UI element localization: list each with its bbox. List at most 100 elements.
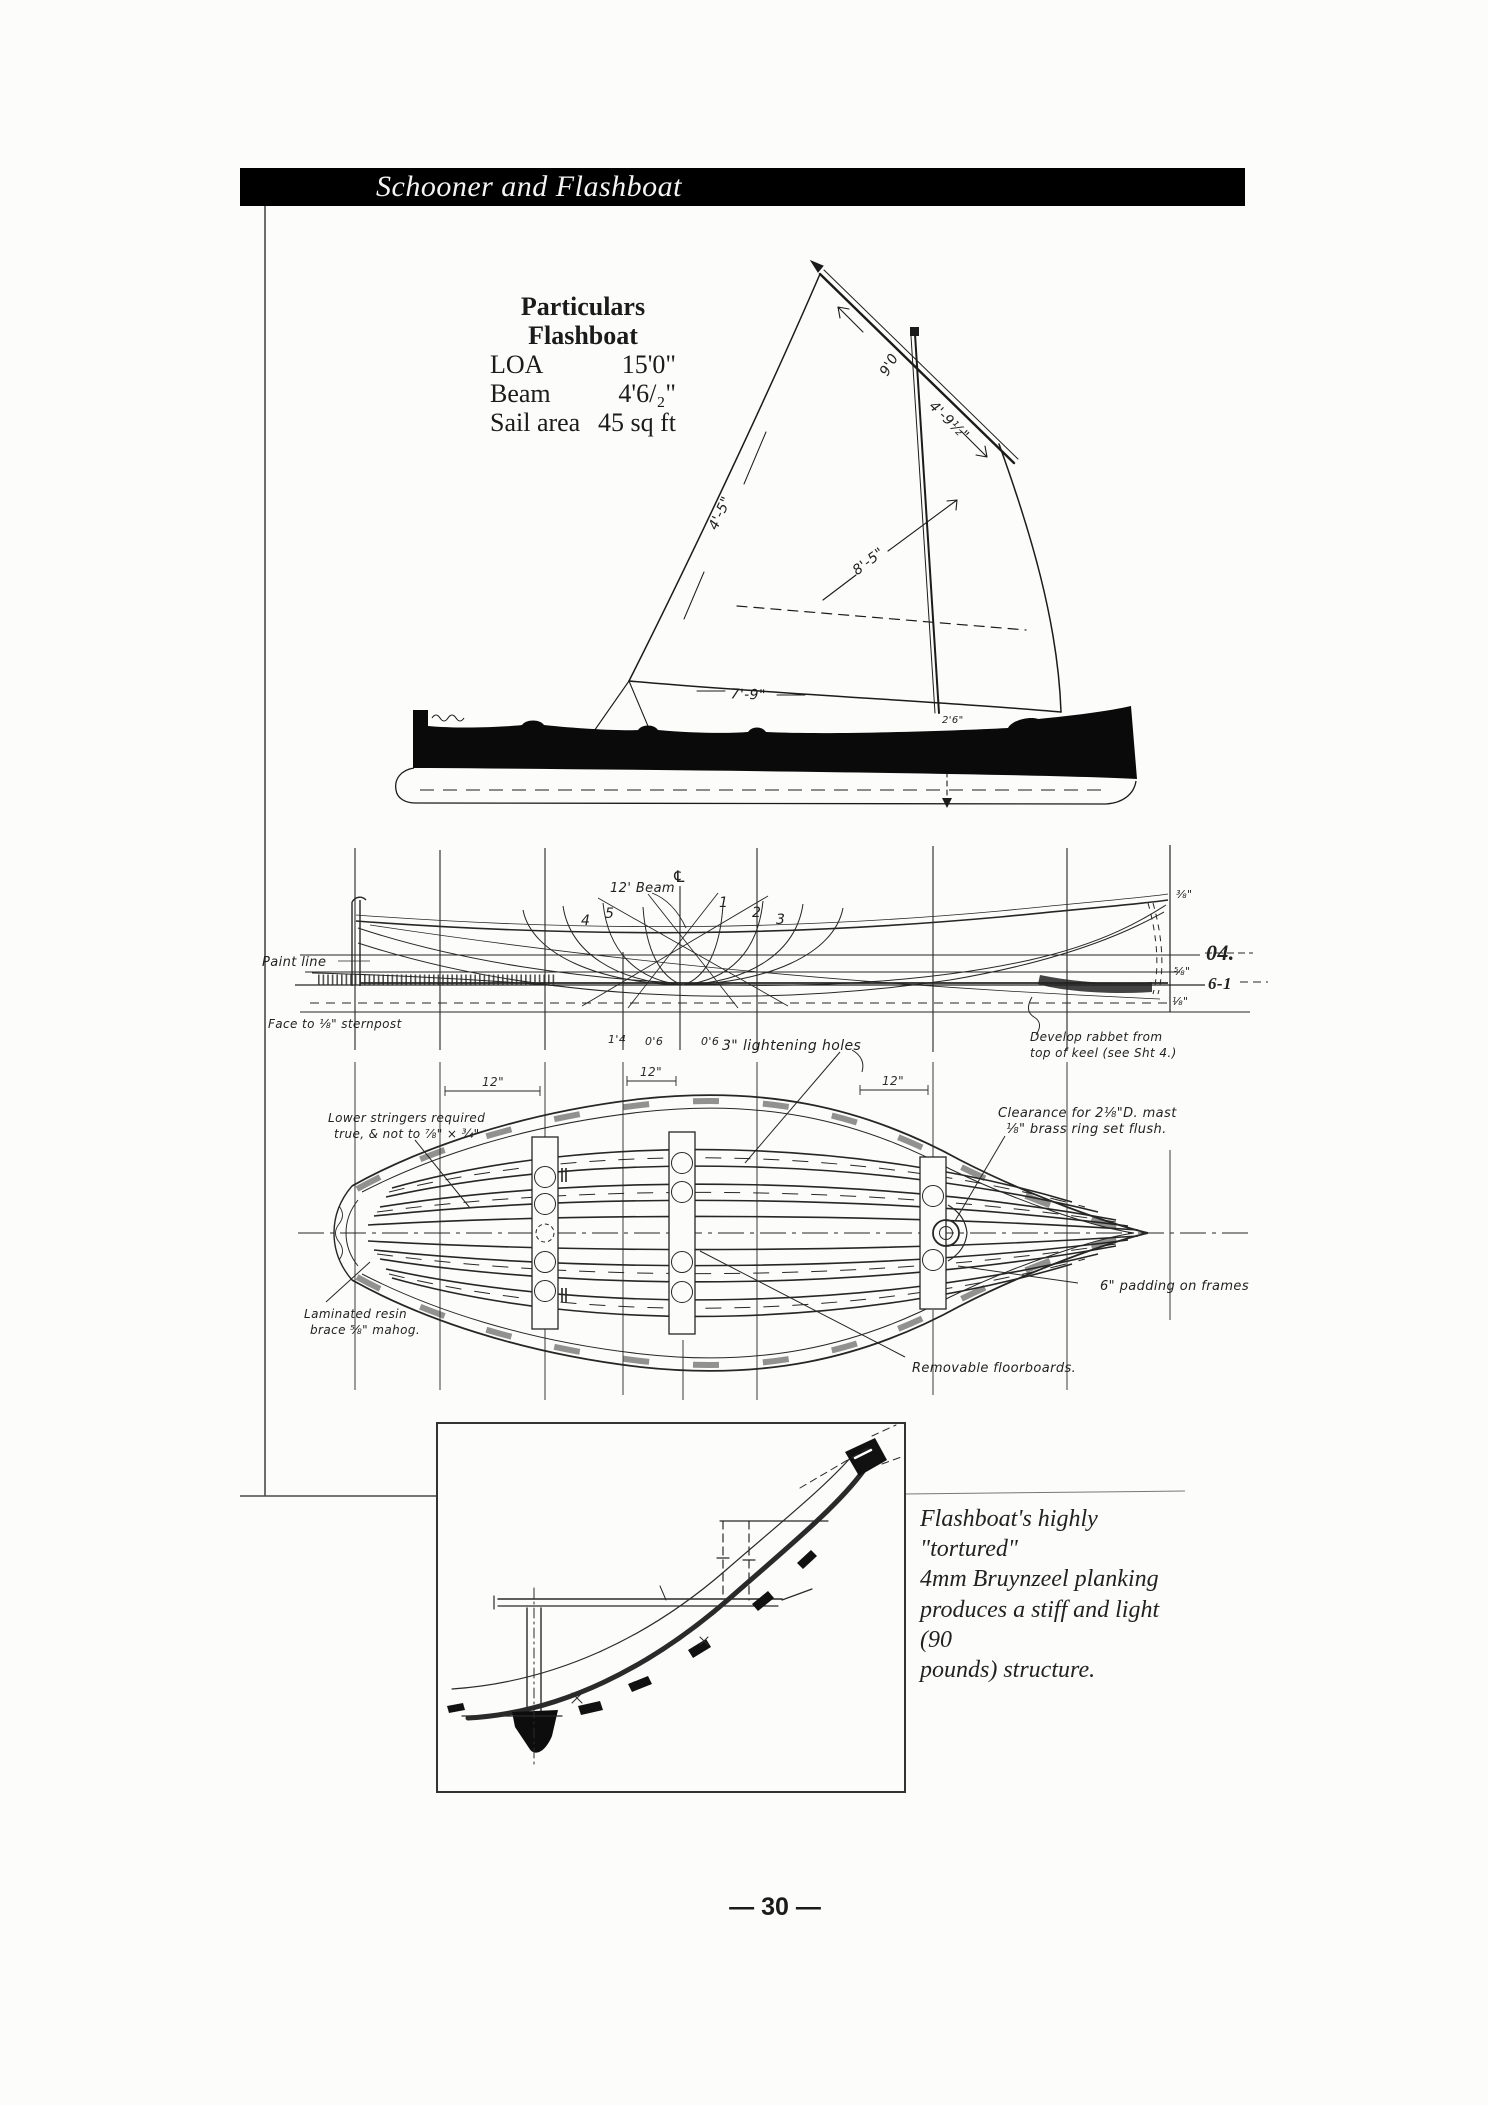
frame-2 (668, 1131, 696, 1335)
stringer-note-line2: true, & not to ⅞" × ¾" (334, 1127, 480, 1141)
particulars-block: Particulars Flashboat LOA 15'0" Beam 4'6… (490, 292, 676, 438)
plank-seam-hatching (376, 1157, 1123, 1309)
stringers-top (367, 1148, 1139, 1231)
station-3: 3 (776, 912, 785, 928)
gunwale-block (845, 1438, 887, 1476)
hull-black-silhouette (413, 706, 1137, 779)
body-section-curves (522, 900, 844, 986)
yard-dim-arrow-1 (837, 306, 864, 333)
holes-note-leader (851, 1049, 864, 1073)
particulars-subtitle: Flashboat (528, 321, 638, 351)
station-lines (354, 846, 1068, 1052)
stringers-bottom (367, 1235, 1139, 1318)
chapter-header-bar: Schooner and Flashboat (240, 168, 1245, 206)
sternpost-note: Face to ⅛" sternpost (268, 1017, 403, 1031)
yard-line-2 (823, 269, 1019, 460)
plan-leaders (325, 1051, 1079, 1358)
offset-one-eighth: ⅛" (1172, 995, 1189, 1008)
yard-dim-label: 4'-9½" (926, 398, 972, 444)
plan-dim-c: 12" (882, 1074, 904, 1088)
plan-view-drawing (298, 1051, 1248, 1400)
yard-line (818, 272, 1016, 465)
beam-value: 4'6/₂" (618, 379, 676, 409)
page-border-rules (240, 206, 1186, 1497)
masthead-knob (910, 327, 919, 336)
transom-dashed-2 (1152, 902, 1163, 995)
loa-value: 15'0" (621, 350, 676, 380)
mast-ring-inner (939, 1226, 953, 1240)
gunwale-hatch-bottom (355, 1230, 1142, 1368)
page-number: — 30 — (729, 1893, 821, 1921)
trunk-keel-blob (512, 1710, 558, 1753)
stern-hatch-wedge (1038, 975, 1152, 994)
trunk-sides (526, 1607, 542, 1715)
mark-3: 0'6 (701, 1035, 719, 1048)
station-5: 5 (605, 906, 614, 922)
sail-foot (628, 680, 1062, 713)
plan-view-labels: Lower stringers required true, & not to … (304, 1065, 1249, 1376)
bow-deck-squiggle (431, 714, 465, 722)
station-1: 1 (719, 895, 728, 911)
plan-transom-squiggle (335, 1205, 343, 1261)
plan-transom-inner (345, 1199, 359, 1267)
mast-dim-label: 9'0 (877, 351, 902, 379)
planking-section-outer (451, 1455, 853, 1690)
particulars-row-beam: Beam 4'6/₂" (490, 379, 676, 408)
frame-1 (531, 1136, 567, 1330)
station-4: 4 (581, 913, 590, 929)
diagonal-curve-a (357, 904, 1167, 986)
girth-dim-line-2 (887, 499, 958, 552)
printed-6-1: 6-1 (1208, 974, 1232, 993)
sail-plan-drawing (584, 259, 1062, 808)
chapter-title: Schooner and Flashboat (376, 170, 682, 203)
develop-note-line1: Develop rabbet from (1030, 1030, 1162, 1044)
detail-box-border (436, 1422, 906, 1793)
gunwale-ext-lines (799, 1424, 905, 1489)
padding-note: 6" padding on frames (1100, 1279, 1249, 1294)
clearance-note-line1: Clearance for 2⅛"D. mast (998, 1106, 1177, 1121)
plan-sheer-bottom (351, 1232, 1149, 1372)
sail-plan-hull (395, 706, 1137, 805)
plan-dim-a: 12" (482, 1075, 504, 1089)
paint-line-label: Paint line (262, 955, 326, 970)
mast-step-arrowhead (942, 798, 952, 808)
sail-area-value: 45 sq ft (598, 408, 676, 438)
mast-partner-knee (947, 1204, 968, 1262)
diagonal-curve-b (357, 911, 1165, 997)
sail-area-label: Sail area (490, 408, 581, 438)
detail-caption: Flashboat's highly "tortured" 4mm Bruynz… (920, 1506, 1160, 1684)
particulars-row-sail-area: Sail area 45 sq ft (490, 408, 676, 437)
printed-04: 04. (1206, 940, 1235, 965)
centerline-symbol: ℄ (672, 867, 687, 886)
stem-profile (351, 896, 367, 986)
caption-top-rule (904, 1490, 1186, 1495)
detail-box-drawing (436, 1422, 906, 1793)
frame-section-blobs (578, 1550, 817, 1715)
bow-wedge-outline (311, 972, 559, 987)
reef-band-dashed (736, 605, 1027, 631)
brace-note-line1: Laminated resin (304, 1307, 407, 1321)
gunwale-block-slit (853, 1448, 873, 1460)
loa-label: LOA (490, 350, 544, 380)
beam-label: Beam (490, 379, 551, 409)
mark-2: 0'6 (645, 1035, 663, 1048)
mast-line (914, 333, 940, 714)
girth-dim-line-1 (822, 574, 857, 601)
hull-underbody-outline (395, 767, 1137, 805)
plan-transom-outer (333, 1185, 353, 1281)
clearance-note-line2: ⅛" brass ring set flush. (1006, 1122, 1167, 1137)
plan-dim-b: 12" (640, 1065, 662, 1079)
diagonal-curve-c (369, 924, 1161, 1000)
luff-dim-tick-1 (743, 431, 767, 485)
station-2: 2 (752, 905, 761, 921)
bottom-left-chock (447, 1703, 465, 1713)
gunwale-hatch-top (355, 1098, 1142, 1236)
particulars-row-loa: LOA 15'0" (490, 350, 676, 379)
body-plan-diagonals (581, 892, 789, 1009)
develop-note-squiggle (1028, 996, 1040, 1036)
planking-section-thick (465, 1467, 867, 1721)
peak-head-detail (809, 259, 824, 273)
beam-note: 12' Beam (610, 881, 675, 896)
sheer-line (355, 899, 1169, 934)
